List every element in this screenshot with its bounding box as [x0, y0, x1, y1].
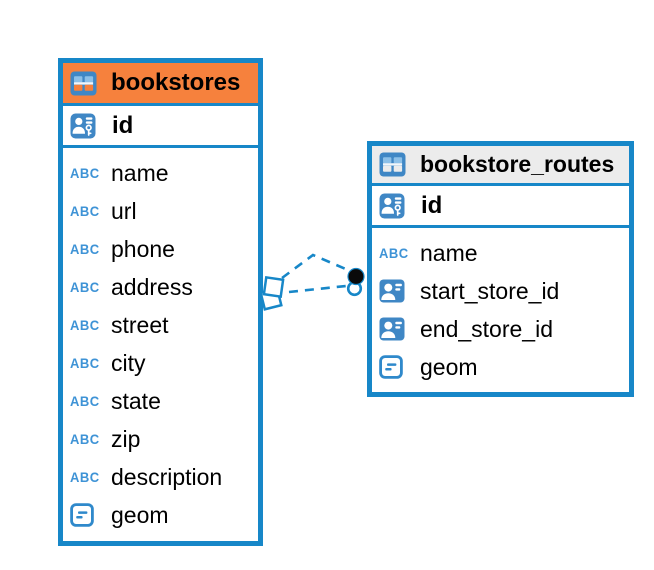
column-name: url — [111, 197, 137, 224]
column-row-description[interactable]: ABC description — [63, 458, 258, 496]
column-row-street[interactable]: ABC street — [63, 306, 258, 344]
primary-key-name: id — [421, 191, 443, 219]
table-header-bookstores[interactable]: bookstores — [63, 63, 258, 106]
column-name: description — [111, 463, 223, 490]
column-row-start-store-id[interactable]: start_store_id — [372, 272, 629, 310]
table-bookstore-routes[interactable]: bookstore_routes id AB — [367, 141, 634, 397]
text-type-icon: ABC — [379, 245, 409, 261]
column-row-address[interactable]: ABC address — [63, 268, 258, 306]
column-name: zip — [111, 425, 141, 452]
column-name: street — [111, 311, 169, 338]
primary-key-icon — [70, 113, 103, 139]
reference-type-icon — [379, 317, 412, 341]
relationship-source-marker-squares — [259, 275, 285, 311]
column-name: name — [111, 159, 169, 186]
column-name: end_store_id — [420, 315, 553, 342]
column-name: phone — [111, 235, 175, 262]
column-row-city[interactable]: ABC city — [63, 344, 258, 382]
text-type-icon: ABC — [70, 203, 100, 219]
column-name: geom — [420, 353, 478, 380]
column-row-state[interactable]: ABC state — [63, 382, 258, 420]
geometry-type-icon — [379, 355, 412, 379]
table-title: bookstore_routes — [420, 151, 615, 177]
text-type-icon: ABC — [70, 165, 100, 181]
text-type-icon: ABC — [70, 431, 100, 447]
column-row-id[interactable]: id — [372, 186, 629, 228]
table-bookstores[interactable]: bookstores id ABC — [58, 58, 263, 546]
primary-key-name: id — [112, 111, 134, 139]
column-row-phone[interactable]: ABC phone — [63, 230, 258, 268]
relationship-target-marker-dots — [346, 267, 365, 297]
geometry-type-icon — [70, 503, 103, 527]
text-type-icon: ABC — [70, 469, 100, 485]
table-header-bookstore-routes[interactable]: bookstore_routes — [372, 146, 629, 186]
reference-type-icon — [379, 279, 412, 303]
text-type-icon: ABC — [70, 355, 100, 371]
column-row-geom[interactable]: geom — [372, 348, 629, 386]
column-name: geom — [111, 501, 169, 528]
column-row-geom[interactable]: geom — [63, 496, 258, 534]
column-list: ABC name ABC url ABC phone ABC address A… — [63, 148, 258, 534]
column-name: city — [111, 349, 146, 376]
column-row-end-store-id[interactable]: end_store_id — [372, 310, 629, 348]
text-type-icon: ABC — [70, 317, 100, 333]
table-grid-icon — [70, 71, 103, 96]
text-type-icon: ABC — [70, 279, 100, 295]
column-row-id[interactable]: id — [63, 106, 258, 148]
column-row-name[interactable]: ABC name — [63, 154, 258, 192]
text-type-icon: ABC — [70, 393, 100, 409]
table-title: bookstores — [111, 69, 241, 96]
column-row-name[interactable]: ABC name — [372, 234, 629, 272]
table-grid-icon — [379, 152, 412, 177]
column-name: address — [111, 273, 193, 300]
primary-key-icon — [379, 193, 412, 219]
column-name: start_store_id — [420, 277, 560, 304]
column-list: ABC name start_store_id — [372, 228, 629, 386]
column-name: state — [111, 387, 161, 414]
column-name: name — [420, 239, 478, 266]
relationship-line-dashed[interactable] — [281, 253, 349, 294]
column-row-url[interactable]: ABC url — [63, 192, 258, 230]
text-type-icon: ABC — [70, 241, 100, 257]
column-row-zip[interactable]: ABC zip — [63, 420, 258, 458]
